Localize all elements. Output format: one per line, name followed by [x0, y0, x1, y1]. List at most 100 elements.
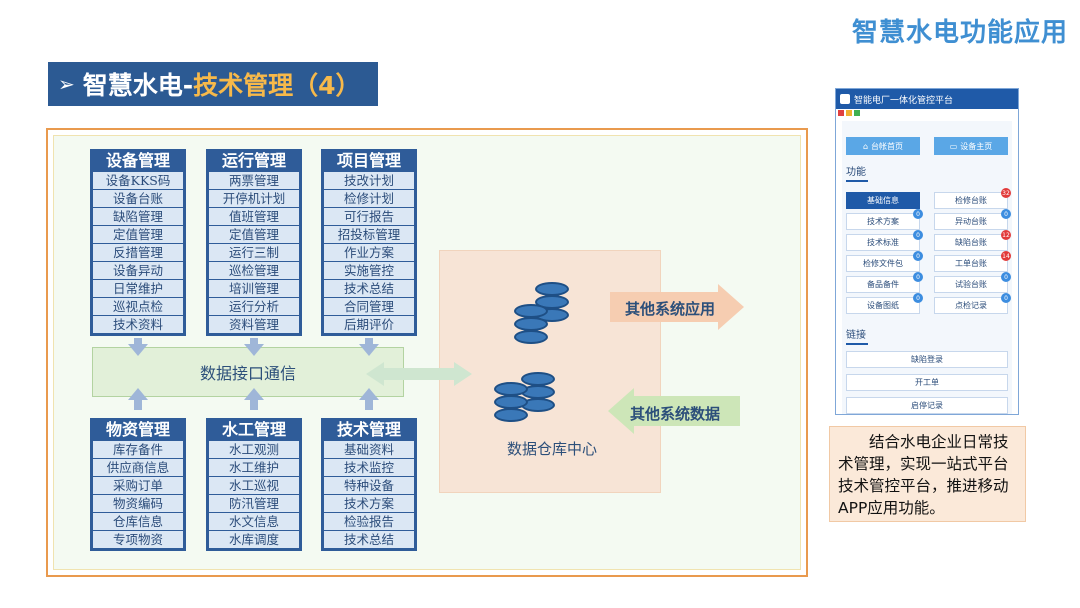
module-item: 资料管理	[209, 316, 299, 333]
module-item: 水工观测	[209, 441, 299, 458]
connector-stem	[250, 338, 258, 346]
summary-text: 结合水电企业日常技术管理，实现一站式平台技术管控平台，推进移动APP应用功能。	[829, 426, 1026, 522]
module-item: 检验报告	[324, 513, 414, 530]
module-item: 水库调度	[209, 531, 299, 548]
module-item: 设备异动	[93, 262, 183, 279]
module-title: 物资管理	[105, 420, 170, 439]
database-icon	[521, 372, 555, 412]
module-item: 水工巡视	[209, 477, 299, 494]
count-badge: 0	[913, 251, 923, 261]
top-2-module: 项目管理技改计划检修计划可行报告招投标管理作业方案实施管控技术总结合同管理后期评…	[321, 149, 417, 336]
link-button[interactable]: 缺陷登录	[846, 351, 1008, 368]
module-item: 运行分析	[209, 298, 299, 315]
connector-arrow-icon	[244, 388, 264, 400]
module-item: 技术方案	[324, 495, 414, 512]
link-section-label: 链接	[846, 326, 868, 345]
count-badge: 0	[913, 272, 923, 282]
module-item: 巡视点检	[93, 298, 183, 315]
module-item: 定值管理	[209, 226, 299, 243]
app-title: 智能电厂一体化管控平台	[854, 95, 954, 106]
module-item: 作业方案	[324, 244, 414, 261]
module-item: 库存备件	[93, 441, 183, 458]
window-controls	[836, 109, 1018, 117]
module-item: 专项物资	[93, 531, 183, 548]
monitor-icon: ▭	[949, 141, 958, 151]
bottom-0-module: 物资管理库存备件供应商信息采购订单物资编码仓库信息专项物资	[90, 418, 186, 551]
module-item: 技术资料	[93, 316, 183, 333]
module-title: 水工管理	[221, 420, 286, 439]
bottom-2-module: 技术管理基础资料技术监控特种设备技术方案检验报告技术总结	[321, 418, 417, 551]
section-title-highlight: 技术管理（4）	[193, 71, 361, 100]
module-item: 合同管理	[324, 298, 414, 315]
count-badge: 12	[1001, 230, 1011, 240]
module-item: 缺陷管理	[93, 208, 183, 225]
module-item: 培训管理	[209, 280, 299, 297]
module-item: 采购订单	[93, 477, 183, 494]
module-item: 技术总结	[324, 531, 414, 548]
minimize-icon[interactable]	[846, 110, 852, 116]
connector-stem	[134, 338, 142, 346]
link-list: 缺陷登录开工单启停记录	[846, 351, 1008, 414]
connector-stem	[365, 398, 373, 410]
top-0-module: 设备管理设备KKS码设备台账缺陷管理定值管理反措管理设备异动日常维护巡视点检技术…	[90, 149, 186, 336]
connector-arrow-icon	[244, 344, 264, 356]
module-item: 设备台账	[93, 190, 183, 207]
module-item: 技改计划	[324, 172, 414, 189]
module-item: 两票管理	[209, 172, 299, 189]
arrow-bullet-icon: ➢	[58, 72, 75, 96]
count-badge: 0	[913, 209, 923, 219]
database-icon	[514, 304, 548, 344]
module-item: 招投标管理	[324, 226, 414, 243]
data-warehouse-label: 数据仓库中心	[507, 440, 598, 458]
count-badge: 0	[913, 230, 923, 240]
module-item: 反措管理	[93, 244, 183, 261]
database-icon	[494, 382, 528, 422]
module-item: 物资编码	[93, 495, 183, 512]
link-button[interactable]: 启停记录	[846, 397, 1008, 414]
connector-arrow-icon	[128, 344, 148, 356]
module-item: 实施管控	[324, 262, 414, 279]
incoming-label: 其他系统数据	[630, 405, 721, 423]
device-home-button[interactable]: ▭ 设备主页	[934, 137, 1008, 155]
ledger-home-button[interactable]: ⌂ 台帐首页	[846, 137, 920, 155]
module-item: 基础资料	[324, 441, 414, 458]
outgoing-arrow-icon	[610, 284, 744, 330]
app-logo-icon	[840, 94, 850, 104]
module-item: 运行三制	[209, 244, 299, 261]
home-icon: ⌂	[862, 141, 869, 151]
section-title-prefix: 智慧水电-	[82, 71, 194, 100]
function-grid-button[interactable]: 基础信息	[846, 192, 920, 209]
app-titlebar: 智能电厂一体化管控平台	[836, 89, 1018, 109]
module-item: 定值管理	[93, 226, 183, 243]
module-item: 防汛管理	[209, 495, 299, 512]
bottom-1-module: 水工管理水工观测水工维护水工巡视防汛管理水文信息水库调度	[206, 418, 302, 551]
link-button[interactable]: 开工单	[846, 374, 1008, 391]
double-arrow-icon	[366, 362, 472, 386]
maximize-icon[interactable]	[854, 110, 860, 116]
module-item: 可行报告	[324, 208, 414, 225]
count-badge: 0	[1001, 293, 1011, 303]
connector-arrow-icon	[359, 388, 379, 400]
module-item: 值班管理	[209, 208, 299, 225]
module-item: 巡检管理	[209, 262, 299, 279]
module-title: 运行管理	[221, 151, 286, 170]
close-icon[interactable]	[838, 110, 844, 116]
incoming-arrow-icon	[608, 388, 740, 434]
module-title: 技术管理	[336, 420, 401, 439]
module-item: 后期评价	[324, 316, 414, 333]
module-item: 技术总结	[324, 280, 414, 297]
